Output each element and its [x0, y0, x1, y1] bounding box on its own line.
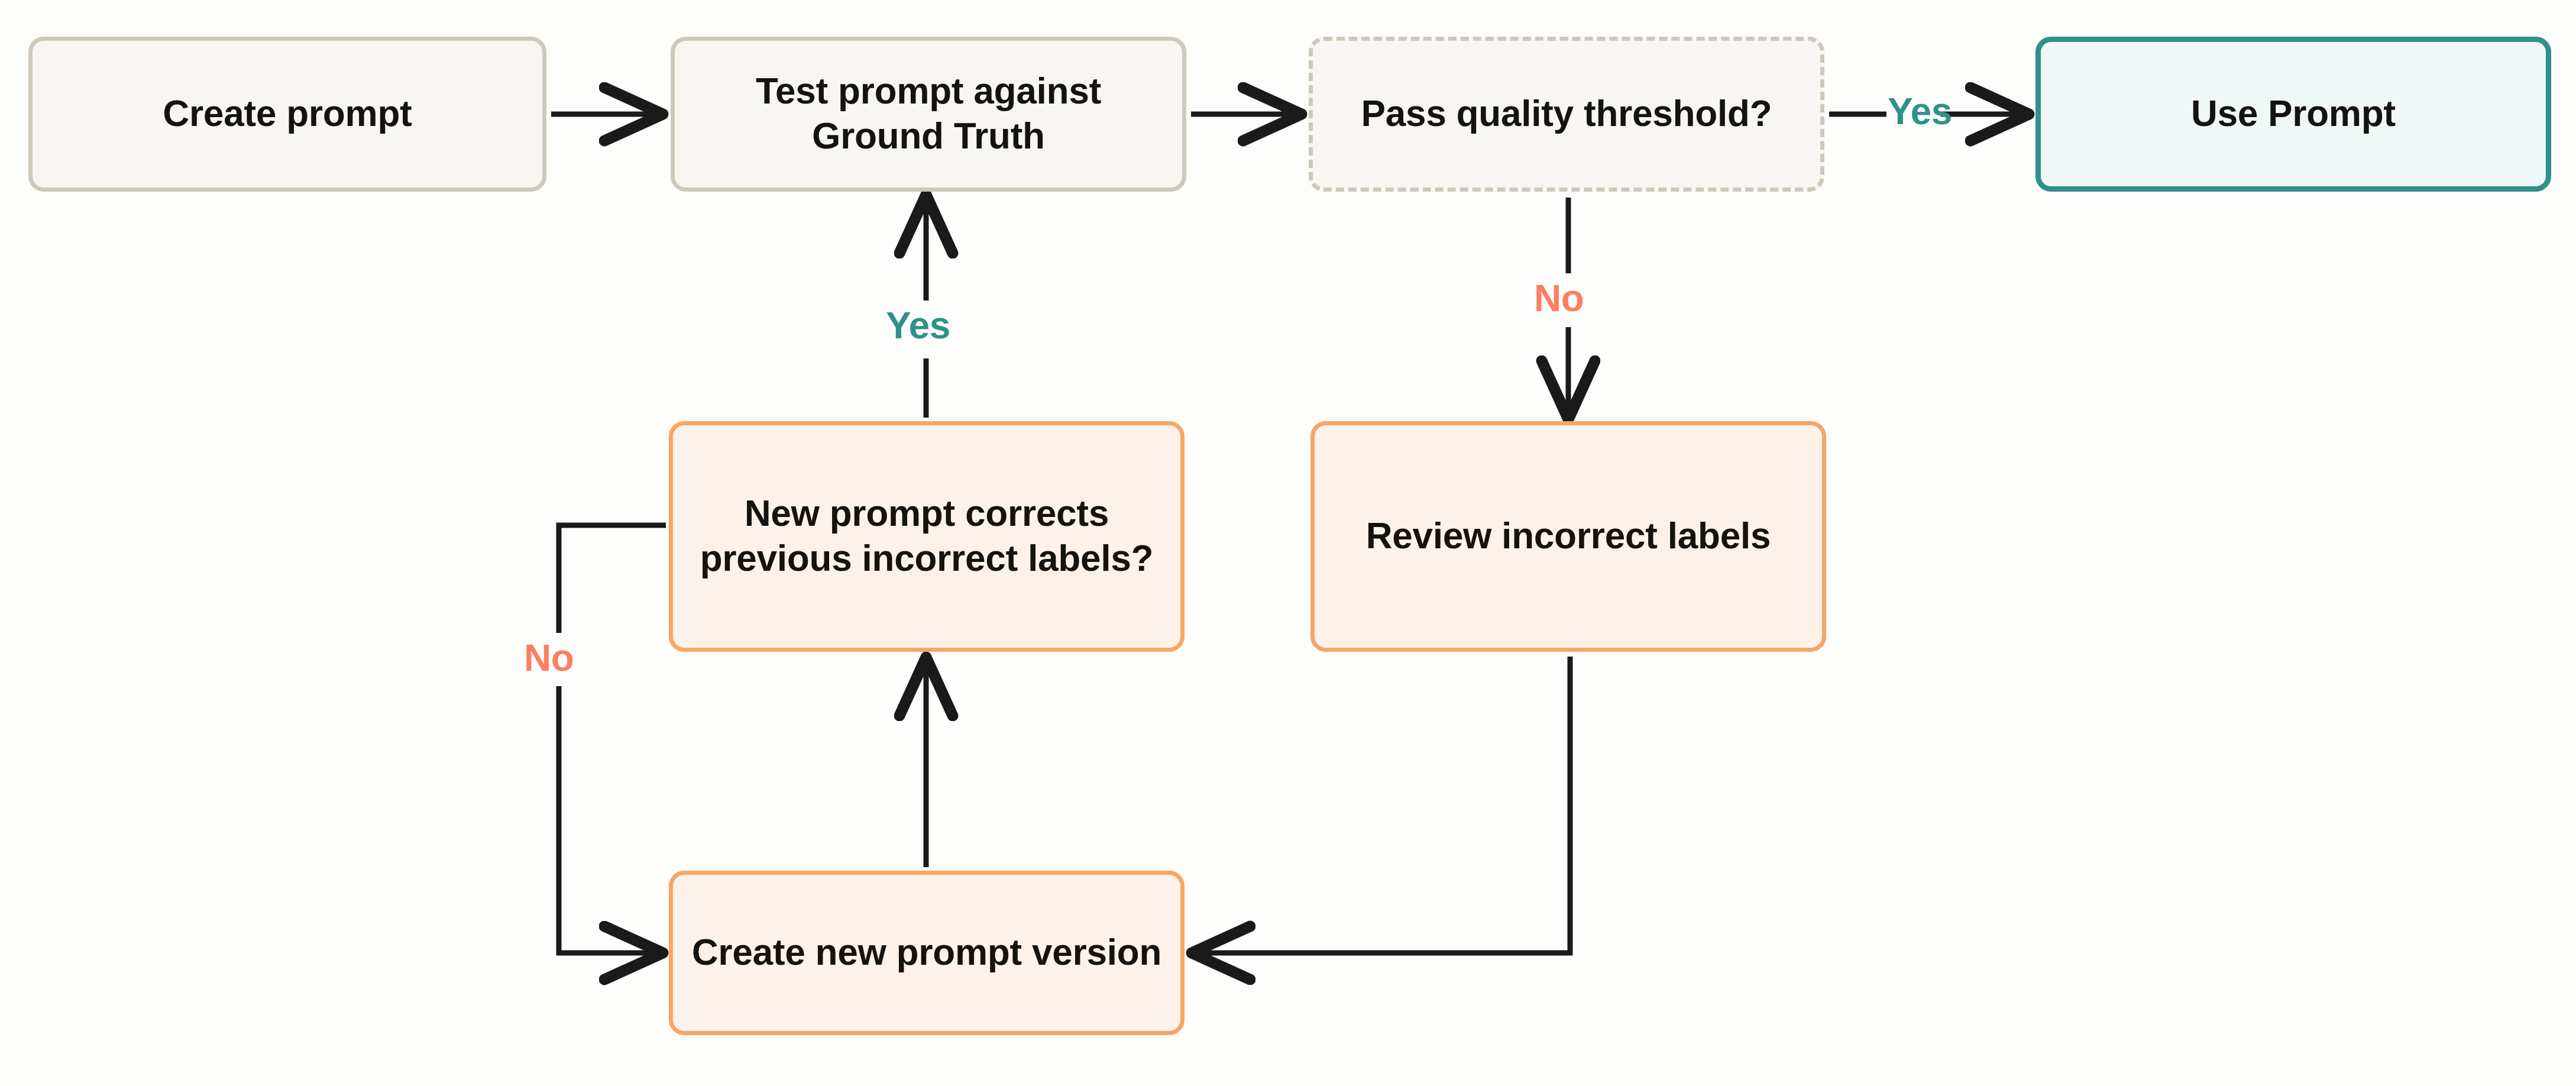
edge-label-threshold-yes: Yes — [1888, 90, 1952, 132]
edge-label-corrects-yes: Yes — [886, 304, 950, 347]
node-create-prompt-label: Create prompt — [163, 93, 412, 135]
node-pass-quality-threshold[interactable]: Pass quality threshold? — [1309, 37, 1824, 192]
node-use-prompt[interactable]: Use Prompt — [2035, 37, 2551, 192]
node-test-prompt-against-ground-truth[interactable]: Test prompt against Ground Truth — [671, 37, 1186, 192]
node-create-new-prompt-version[interactable]: Create new prompt version — [669, 871, 1185, 1035]
node-test-prompt-label: Test prompt against Ground Truth — [755, 71, 1102, 157]
node-review-incorrect-labels-label: Review incorrect labels — [1365, 516, 1771, 557]
node-new-prompt-corrects-previous-incorrect-labels[interactable]: New prompt corrects previous incorrect l… — [669, 421, 1185, 652]
node-new-prompt-corrects-label: New prompt corrects previous incorrect l… — [700, 493, 1154, 579]
node-pass-quality-threshold-label: Pass quality threshold? — [1361, 93, 1772, 135]
node-create-prompt[interactable]: Create prompt — [28, 37, 546, 192]
edge-label-corrects-no: No — [524, 636, 574, 679]
edge-label-threshold-no: No — [1534, 277, 1584, 319]
edge-review-to-create-new-version — [1197, 657, 1573, 953]
edge-corrects-no-create-new-version — [556, 522, 666, 953]
node-review-incorrect-labels[interactable]: Review incorrect labels — [1310, 421, 1826, 652]
node-create-new-prompt-version-label: Create new prompt version — [691, 932, 1162, 974]
node-use-prompt-label: Use Prompt — [2191, 93, 2396, 135]
